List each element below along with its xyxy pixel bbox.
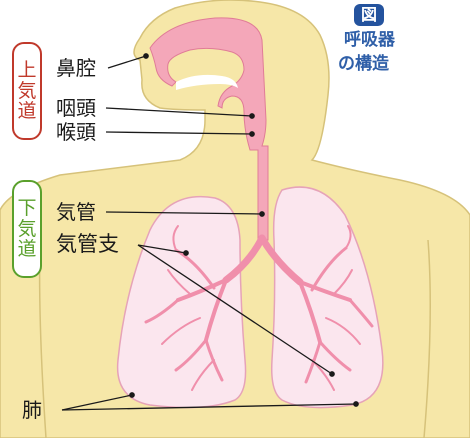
lower-char-1: 下 [17,198,36,219]
title-line-2: の構造 [338,56,389,73]
figure-badge: 図 [354,4,384,26]
label-larynx: 喉頭 [56,122,96,142]
upper-airway-group: 上 気 道 [12,42,42,140]
label-nasal-cavity: 鼻腔 [56,58,96,78]
lower-char-2: 気 [17,219,36,240]
title-line-1: 呼吸器 [344,32,395,49]
lower-char-3: 道 [17,239,36,260]
upper-char-3: 道 [17,101,36,122]
upper-char-1: 上 [17,60,36,81]
upper-char-2: 気 [17,81,36,102]
label-pharynx: 咽頭 [56,98,96,118]
label-trachea: 気管 [56,202,96,222]
lower-airway-group: 下 気 道 [12,180,42,278]
label-bronchi: 気管支 [56,234,119,255]
label-lungs: 肺 [22,400,42,420]
